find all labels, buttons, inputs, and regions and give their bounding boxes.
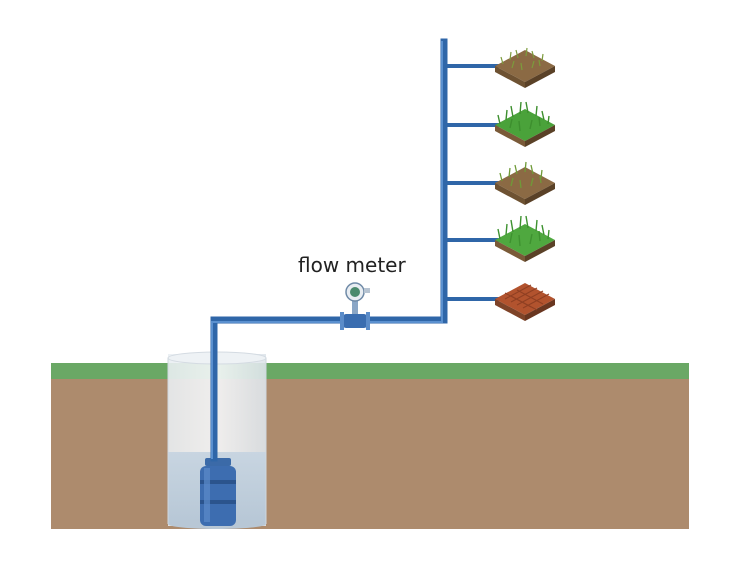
soil-ground <box>51 378 689 529</box>
field-plot-1 <box>495 47 555 88</box>
pipe-network <box>210 38 500 462</box>
field-plot-4 <box>495 215 555 262</box>
flow-meter-icon <box>340 282 370 330</box>
submersible-pump-icon <box>200 458 236 526</box>
field-plot-3 <box>495 161 555 205</box>
field-plot-2 <box>495 101 555 147</box>
grass-strip <box>51 363 689 379</box>
field-plot-5 <box>495 283 555 321</box>
flow-meter-label: flow meter <box>298 253 406 277</box>
